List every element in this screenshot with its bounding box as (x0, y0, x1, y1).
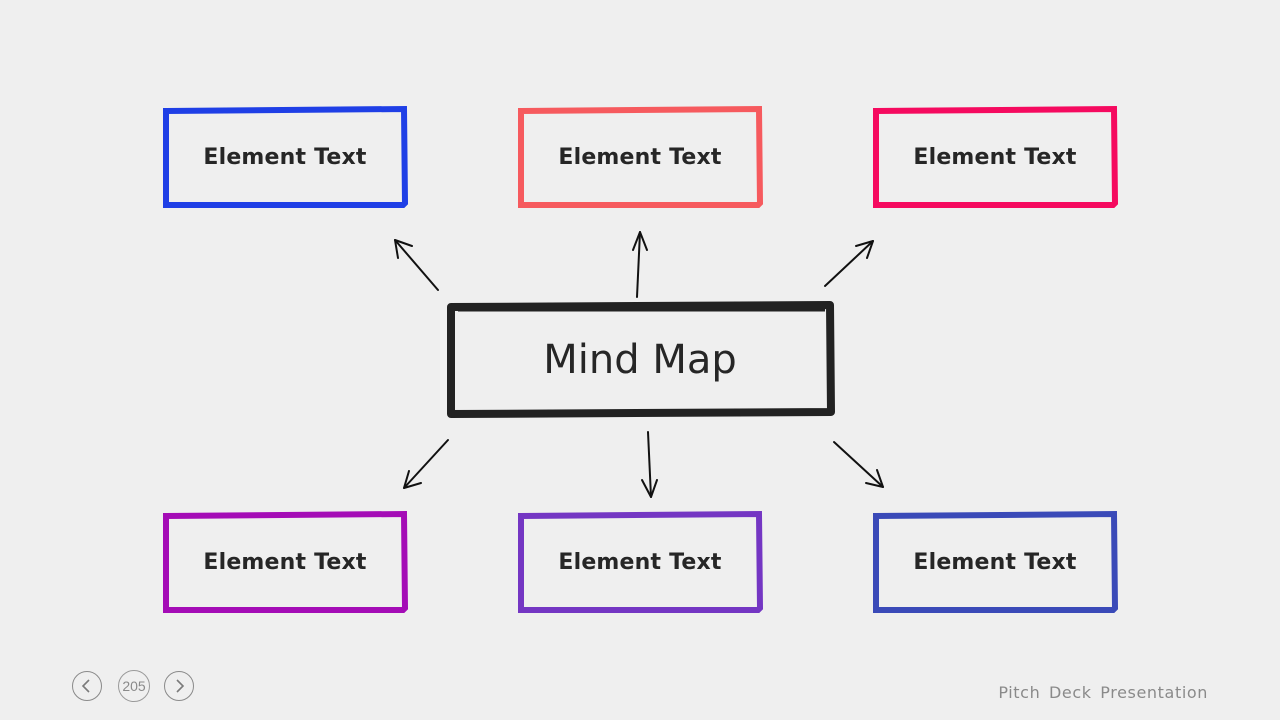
element-node-label: Element Text (203, 145, 367, 170)
element-node-frame (873, 510, 1119, 613)
center-node-frame (447, 301, 835, 418)
element-node-frame (873, 105, 1119, 208)
element-node-top-left[interactable]: Element Text (163, 105, 409, 208)
element-node-bottom-right[interactable]: Element Text (873, 510, 1119, 613)
center-node[interactable]: Mind Map (447, 301, 835, 418)
arrow-bottom-right (833, 441, 884, 488)
element-node-bottom-left[interactable]: Element Text (163, 510, 409, 613)
chevron-left-icon (81, 679, 90, 693)
page-number-badge: 205 (118, 670, 150, 702)
element-node-label: Element Text (203, 550, 367, 575)
element-node-bottom-center[interactable]: Element Text (518, 510, 764, 613)
arrow-top-left (394, 239, 439, 291)
arrow-bottom-center (641, 431, 658, 498)
element-node-top-right[interactable]: Element Text (873, 105, 1119, 208)
chevron-right-icon (176, 679, 185, 693)
center-node-label: Mind Map (543, 337, 737, 383)
arrow-top-right (824, 240, 874, 287)
arrow-top-center (632, 231, 648, 298)
prev-slide-button[interactable] (72, 671, 102, 701)
element-node-frame (163, 510, 409, 613)
arrow-bottom-left (403, 439, 449, 489)
element-node-label: Element Text (558, 145, 722, 170)
element-node-frame (518, 105, 764, 208)
element-node-label: Element Text (913, 145, 1077, 170)
element-node-frame (518, 510, 764, 613)
element-node-top-center[interactable]: Element Text (518, 105, 764, 208)
next-slide-button[interactable] (164, 671, 194, 701)
element-node-label: Element Text (558, 550, 722, 575)
element-node-label: Element Text (913, 550, 1077, 575)
presentation-title: Pitch Deck Presentation (998, 683, 1208, 702)
element-node-frame (163, 105, 409, 208)
